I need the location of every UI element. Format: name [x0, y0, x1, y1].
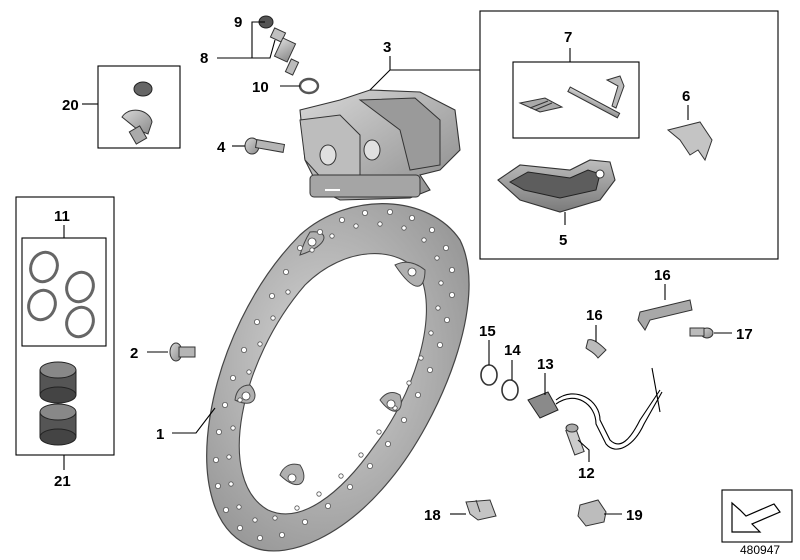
pad-retainer-parts	[518, 75, 625, 119]
bleeder-caps	[121, 81, 153, 145]
callout-12: 12	[578, 465, 595, 482]
callout-2: 2	[130, 345, 138, 362]
callout-labels: 1 2 3 4 5 6 7 8 9 10 11 12 13 14 15 16 1…	[54, 14, 753, 524]
disc-screw	[169, 342, 196, 362]
callout-13: 13	[537, 356, 554, 373]
callout-7: 7	[564, 29, 572, 46]
callout-17: 17	[736, 326, 753, 343]
spring-plate	[666, 121, 713, 162]
callout-9: 9	[234, 14, 242, 31]
callout-10: 10	[252, 79, 269, 96]
seal-rings	[27, 250, 95, 339]
callout-14: 14	[504, 342, 521, 359]
callout-6: 6	[682, 88, 690, 105]
caliper-bolt	[244, 137, 286, 155]
o-ring	[298, 77, 320, 95]
pistons	[39, 361, 77, 446]
callout-8: 8	[200, 50, 208, 67]
callout-18: 18	[424, 507, 441, 524]
leader-lines	[63, 21, 732, 515]
abs-sensor-parts	[480, 299, 714, 456]
reference-number: 480947	[740, 543, 780, 557]
callout-15: 15	[479, 323, 496, 340]
callout-11: 11	[54, 208, 70, 225]
orientation-arrow-box	[721, 489, 793, 543]
callout-4: 4	[217, 139, 226, 156]
pad-retainer-kit-box	[512, 61, 640, 139]
brake-disc	[206, 203, 470, 552]
callout-5: 5	[559, 232, 567, 249]
direction-arrow-icon	[731, 501, 781, 533]
callout-20: 20	[62, 97, 79, 114]
callout-16-clip: 16	[586, 307, 603, 324]
callout-1: 1	[156, 426, 164, 443]
callout-3: 3	[383, 39, 391, 56]
seal-kit-box	[15, 196, 115, 456]
callout-16-bracket: 16	[654, 267, 671, 284]
caliper-repair-kit-box	[479, 10, 779, 260]
callout-19: 19	[626, 507, 643, 524]
brake-caliper	[299, 89, 461, 201]
brake-pad	[497, 159, 616, 213]
bleeder-valve	[258, 15, 300, 76]
bleeder-cap-box	[97, 65, 181, 149]
clip-18	[465, 499, 497, 521]
callout-21: 21	[54, 473, 71, 490]
clip-19	[577, 499, 607, 527]
